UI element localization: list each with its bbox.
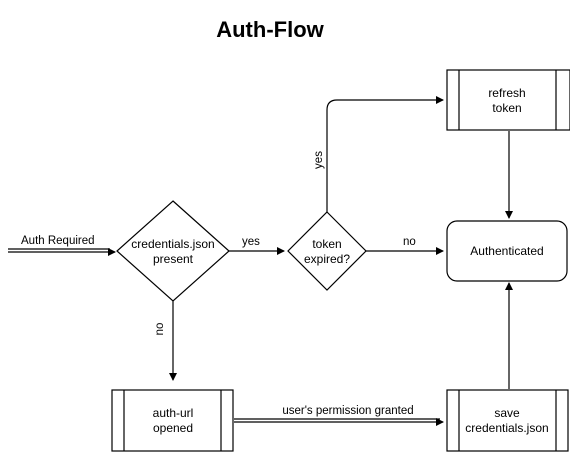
node-credentials-present-line1: credentials.json	[131, 237, 214, 251]
edge-labels: Auth Required yes no yes no user's permi…	[21, 151, 416, 417]
node-save-credentials-line1: save	[494, 406, 520, 420]
process-box	[111, 389, 234, 452]
process-box	[446, 69, 570, 131]
terminal-box	[446, 220, 568, 282]
edge-label-start: Auth Required	[21, 235, 95, 247]
diagram-title: Auth-Flow	[216, 17, 324, 42]
node-refresh-token-line2: token	[492, 101, 521, 115]
node-refresh-token: refresh token	[446, 69, 570, 131]
node-credentials-present-line2: present	[153, 252, 194, 266]
node-auth-url-opened-line2: opened	[153, 421, 193, 435]
node-credentials-present: credentials.json present	[116, 200, 230, 302]
edge-label-present-yes: yes	[242, 236, 260, 248]
node-auth-url-opened-line1: auth-url	[153, 406, 194, 420]
node-save-credentials-line2: credentials.json	[465, 421, 548, 435]
node-authenticated-label: Authenticated	[470, 244, 543, 258]
node-token-expired: token expired?	[287, 211, 367, 291]
edge-label-expired-no: no	[403, 236, 416, 248]
node-auth-url-opened: auth-url opened	[111, 389, 234, 452]
node-save-credentials: save credentials.json	[446, 389, 569, 452]
process-box	[446, 389, 569, 452]
edge-label-permission: user's permission granted	[282, 405, 413, 417]
edge-label-expired-yes: yes	[313, 151, 325, 169]
node-refresh-token-line1: refresh	[488, 86, 525, 100]
node-token-expired-line2: expired?	[304, 252, 350, 266]
edge-label-present-no: no	[154, 323, 166, 336]
nodes: credentials.json present token expired? …	[111, 69, 570, 452]
edges	[8, 96, 513, 426]
decision-diamond	[116, 200, 230, 302]
decision-diamond	[287, 211, 367, 291]
node-token-expired-line1: token	[312, 237, 341, 251]
edge-expired-to-refresh	[326, 96, 444, 212]
node-authenticated: Authenticated	[446, 220, 568, 282]
